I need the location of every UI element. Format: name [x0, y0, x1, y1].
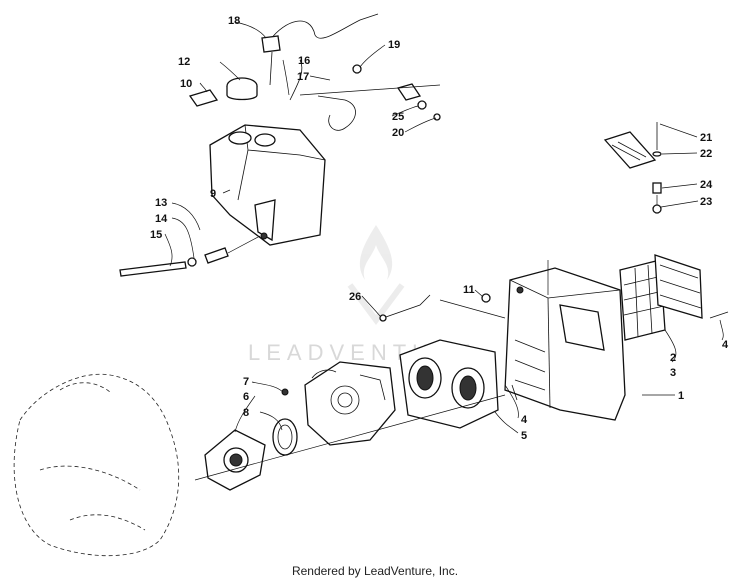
callout-14: 14	[155, 213, 168, 225]
bracket-assembly	[603, 122, 662, 214]
callout-4-right: 4	[722, 339, 729, 351]
callout-22: 22	[700, 148, 712, 160]
callout-18: 18	[228, 15, 240, 27]
oil-tank	[209, 124, 326, 246]
callout-19: 19	[388, 39, 400, 51]
callout-16: 16	[298, 55, 310, 67]
air-silencer	[504, 267, 626, 421]
callout-9: 9	[210, 188, 216, 200]
callout-10: 10	[180, 78, 192, 90]
engine-outline	[13, 373, 180, 557]
callout-21: 21	[700, 132, 712, 144]
callout-25: 25	[392, 111, 404, 123]
callout-8: 8	[243, 407, 249, 419]
callout-20: 20	[392, 127, 404, 139]
callout-12: 12	[178, 56, 190, 68]
callout-13: 13	[155, 197, 167, 209]
callout-17: 17	[297, 71, 309, 83]
callout-26: 26	[349, 291, 361, 303]
callout-11: 11	[463, 284, 475, 296]
intake-adapter	[399, 339, 499, 429]
callout-1: 1	[678, 390, 684, 402]
callouts: 1 2 3 4 4 5 6 7 8 9 10 11 12 13 14 15 16…	[150, 15, 729, 442]
footer-credit: Rendered by LeadVenture, Inc.	[291, 564, 459, 578]
callout-4-lower: 4	[521, 414, 528, 426]
fittings	[352, 64, 441, 121]
callout-2: 2	[670, 352, 676, 364]
oil-pickup	[119, 247, 229, 277]
callout-6: 6	[243, 391, 249, 403]
vent-hose	[261, 13, 379, 86]
carburetor	[304, 361, 396, 446]
small-hardware	[379, 293, 729, 401]
callout-5: 5	[521, 430, 527, 442]
callout-7: 7	[243, 376, 249, 388]
tank-cap	[188, 77, 258, 107]
oil-hose	[289, 59, 356, 131]
assembly-lines	[194, 84, 658, 481]
leader-lines	[164, 21, 724, 434]
callout-23: 23	[700, 196, 712, 208]
callout-24: 24	[700, 179, 713, 191]
flange-and-clamp	[204, 388, 298, 491]
watermark-logo	[347, 225, 405, 326]
callout-15: 15	[150, 229, 162, 241]
intake-screen	[619, 254, 703, 341]
callout-3: 3	[670, 367, 676, 379]
